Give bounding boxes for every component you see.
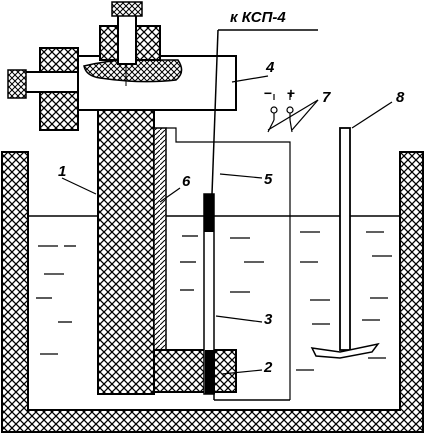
electrode-assembly — [203, 193, 290, 401]
label-4: 4 — [265, 59, 275, 76]
liquid-ripples — [36, 231, 392, 371]
stirrer-shaft — [339, 127, 351, 351]
top-screw-knob — [111, 1, 143, 17]
stirrer-blade — [310, 342, 380, 359]
side-screw-knob — [7, 69, 27, 99]
recorder-caption: к КСП-4 — [230, 9, 286, 26]
label-2: 2 — [263, 359, 273, 376]
label-3: 3 — [264, 311, 273, 328]
lead-wire — [211, 29, 318, 195]
stirrer — [310, 127, 380, 359]
label-1: 1 — [58, 163, 66, 180]
terminal-plus — [286, 106, 294, 114]
label-8: 8 — [396, 89, 405, 106]
plus-mark: + — [287, 85, 295, 101]
minus-mark: − — [264, 85, 272, 101]
label-7: 7 — [322, 89, 331, 106]
sensor-element — [205, 350, 215, 394]
l-holder — [153, 127, 291, 400]
top-screw-shaft — [117, 13, 137, 65]
support-column — [97, 109, 155, 395]
liquid — [28, 215, 400, 371]
bath-vessel — [1, 151, 424, 433]
side-screw-shaft — [23, 71, 81, 93]
holder-foot — [153, 349, 237, 393]
electrode-top-cap — [204, 194, 214, 232]
terminal-minus — [270, 106, 278, 114]
head-assembly — [7, 1, 237, 131]
leader-lines — [61, 75, 393, 375]
label-5: 5 — [264, 171, 273, 188]
label-6: 6 — [182, 173, 191, 190]
